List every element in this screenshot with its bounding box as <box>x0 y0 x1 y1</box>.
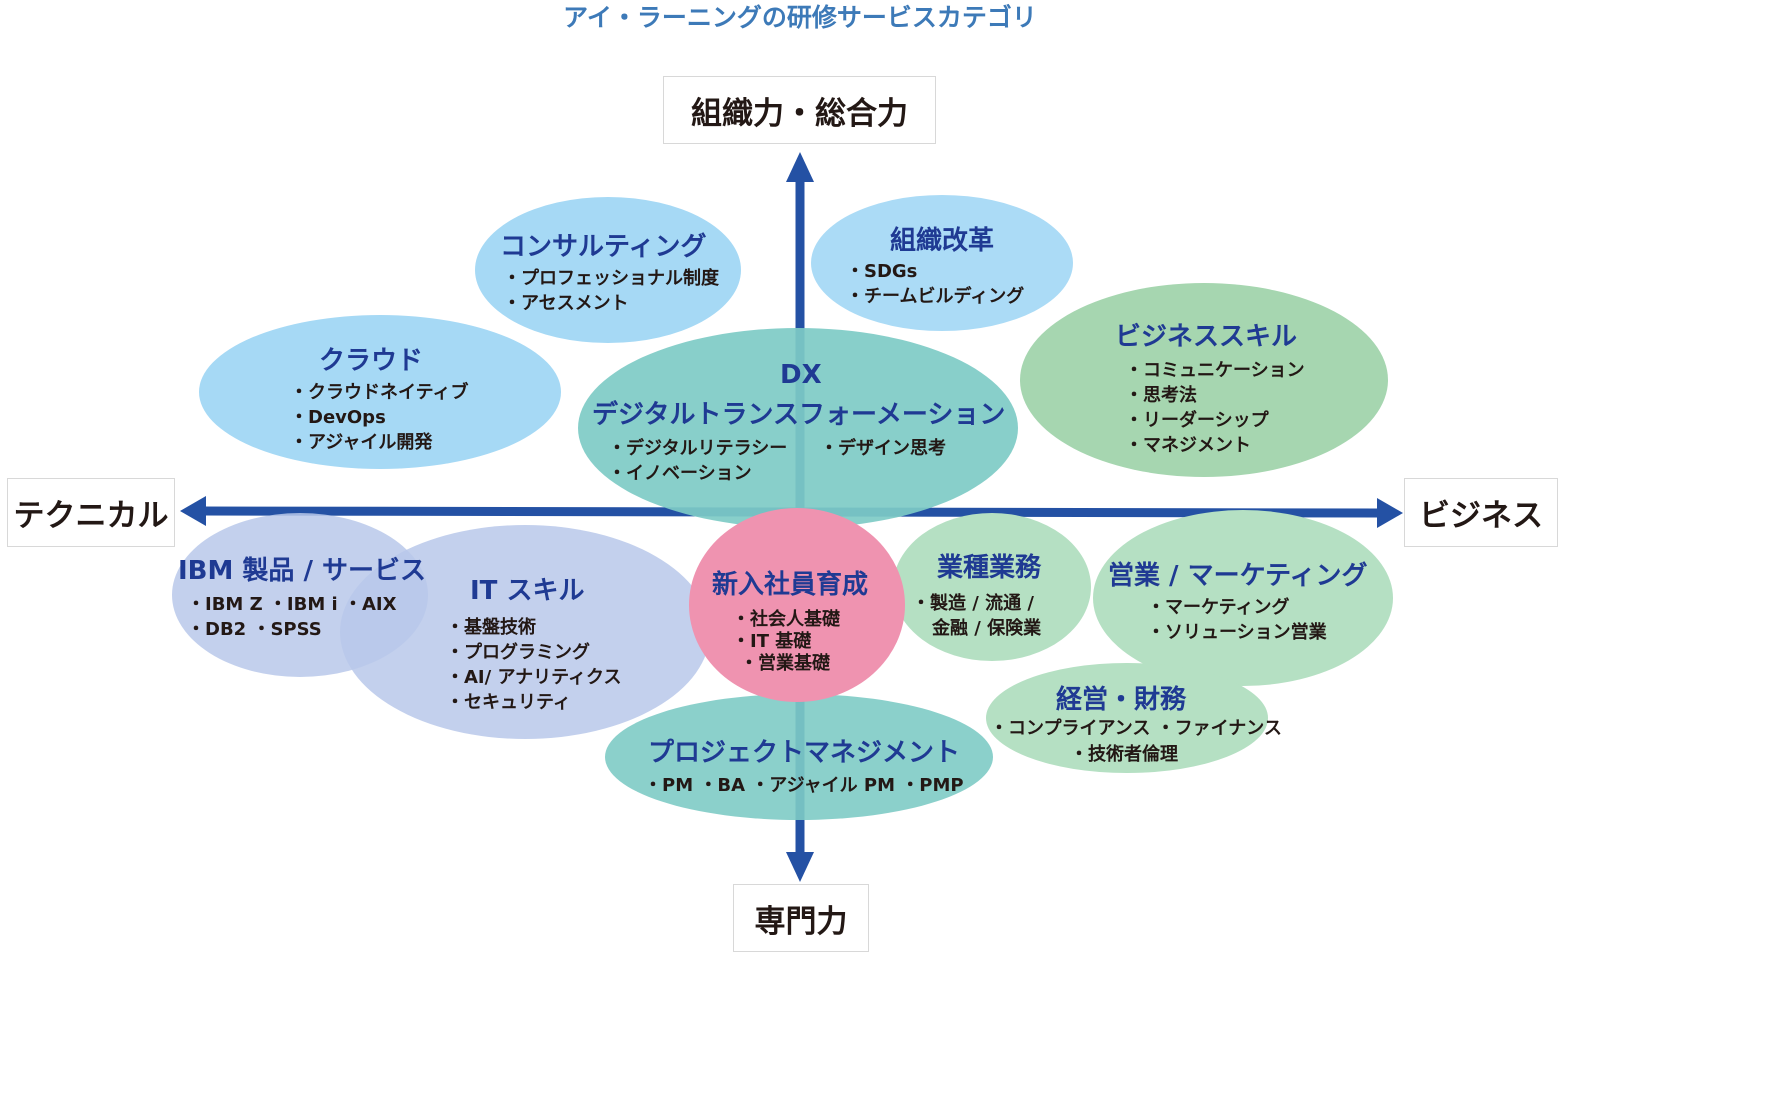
ibm-title: IBM 製品 / サービス <box>178 556 427 586</box>
pm-title: プロジェクトマネジメント <box>648 738 961 768</box>
down-arrowhead <box>786 852 814 882</box>
management-item: ・コンプライアンス ・ファイナンス <box>990 718 1282 739</box>
dx-item: ・イノベーション <box>608 463 752 484</box>
dx-subtitle: デジタルトランスフォーメーション <box>592 400 1006 430</box>
ellipse-it-skill <box>340 525 710 739</box>
axis-label-bottom: 専門力 <box>733 884 869 952</box>
consulting-item: ・アセスメント <box>503 293 629 314</box>
it-skill-item: ・セキュリティ <box>446 692 571 713</box>
management-item: ・技術者倫理 <box>1070 744 1178 765</box>
ellipse-org-reform <box>811 195 1073 331</box>
management-title: 経営・財務 <box>1056 685 1187 715</box>
new-employee-title: 新入社員育成 <box>712 570 869 600</box>
axis-label-top: 組織力・総合力 <box>663 76 936 144</box>
it-skill-item: ・基盤技術 <box>446 617 536 638</box>
business-skill-item: ・マネジメント <box>1125 435 1251 456</box>
right-arrowhead <box>1377 498 1403 528</box>
diagram-title: アイ・ラーニングの研修サービスカテゴリ <box>563 3 1037 32</box>
cloud-item: ・クラウドネイティブ <box>290 382 469 403</box>
industry-title: 業種業務 <box>937 553 1042 583</box>
ellipse-industry <box>893 513 1091 661</box>
sales-item: ・マーケティング <box>1147 597 1290 618</box>
ellipse-sales <box>1093 510 1393 686</box>
cloud-item: ・DevOps <box>290 407 386 428</box>
left-arrowhead <box>180 496 206 526</box>
org-reform-title: 組織改革 <box>890 226 995 256</box>
it-skill-title: IT スキル <box>470 576 585 606</box>
cloud-title: クラウド <box>319 346 424 376</box>
consulting-item: ・プロフェッショナル制度 <box>503 268 719 289</box>
new-employee-item: ・社会人基礎 <box>732 609 840 630</box>
axis-label-left: テクニカル <box>7 478 175 547</box>
axis-label-right: ビジネス <box>1404 478 1558 547</box>
industry-item: ・製造 / 流通 / <box>912 593 1034 614</box>
ellipse-ibm <box>172 513 428 677</box>
it-skill-item: ・AI/ アナリティクス <box>446 667 622 688</box>
ellipse-consulting <box>475 197 741 343</box>
cloud-item: ・アジャイル開発 <box>290 432 433 453</box>
ellipse-pm <box>605 694 993 820</box>
dx-item: ・デジタルリテラシー <box>608 438 788 459</box>
new-employee-item: ・営業基礎 <box>740 653 830 674</box>
ellipse-dx <box>578 328 1018 528</box>
org-reform-item: ・チームビルディング <box>846 286 1025 307</box>
business-skill-title: ビジネススキル <box>1115 322 1298 352</box>
pm-item: ・PM ・BA ・アジャイル PM ・PMP <box>644 775 964 796</box>
ibm-item: ・IBM Z ・IBM i ・AIX <box>187 594 397 615</box>
it-skill-item: ・プログラミング <box>446 642 590 663</box>
business-skill-item: ・思考法 <box>1125 385 1197 406</box>
sales-title: 営業 / マーケティング <box>1108 561 1368 591</box>
ellipse-business-skill <box>1020 283 1388 477</box>
dx-title: DX <box>780 360 822 390</box>
business-skill-item: ・コミュニケーション <box>1125 360 1305 381</box>
dx-item: ・デザイン思考 <box>820 438 946 459</box>
ibm-item: ・DB2 ・SPSS <box>187 619 322 640</box>
sales-item: ・ソリューション営業 <box>1147 622 1327 643</box>
ellipse-management <box>986 663 1268 773</box>
business-skill-item: ・リーダーシップ <box>1125 410 1269 431</box>
up-arrowhead <box>786 152 814 182</box>
industry-item: 金融 / 保険業 <box>932 618 1042 639</box>
ellipse-new-employee <box>689 508 905 702</box>
consulting-title: コンサルティング <box>500 232 707 262</box>
ellipse-cloud <box>199 315 561 469</box>
org-reform-item: ・SDGs <box>846 261 918 282</box>
new-employee-item: ・IT 基礎 <box>732 631 812 652</box>
